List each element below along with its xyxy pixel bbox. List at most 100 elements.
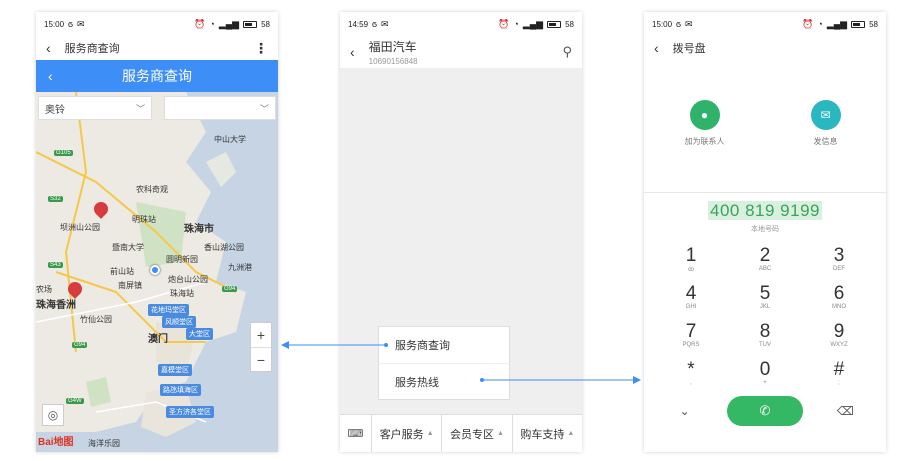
map-label: 竹仙公园 bbox=[80, 315, 112, 324]
dial-controls: ⌄ ✆ ⌫ bbox=[644, 396, 886, 426]
key-letters: WXYZ bbox=[830, 341, 848, 348]
mail-icon: ✉ bbox=[685, 18, 693, 29]
locate-me-icon[interactable]: ◎ bbox=[42, 404, 64, 426]
map-label: 香山湖公园 bbox=[204, 243, 244, 252]
zoom-in-button[interactable]: + bbox=[256, 327, 266, 343]
district-tag: 圣方济各堂区 bbox=[166, 406, 214, 418]
key-digit: 9 bbox=[833, 320, 845, 342]
battery-level: 58 bbox=[565, 19, 574, 29]
key-digit: 6 bbox=[833, 282, 845, 304]
add-contact-icon: ● bbox=[689, 100, 720, 130]
signal-icon: ▂▄▆ bbox=[826, 18, 848, 29]
road-shield: G105 bbox=[54, 150, 73, 156]
more-options-icon[interactable]: ⋮ bbox=[254, 39, 268, 56]
battery-level: 58 bbox=[261, 19, 270, 29]
dialed-number-text: 400 819 9199 bbox=[708, 201, 822, 220]
back-arrow-icon[interactable]: ‹ bbox=[46, 40, 51, 56]
popup-item-service-locator[interactable]: 服务商查询 bbox=[395, 340, 450, 352]
keyboard-icon[interactable]: ⌨ bbox=[340, 415, 372, 452]
contact-name: 福田汽车 bbox=[368, 40, 417, 54]
menu-member-zone[interactable]: 会员专区▲ bbox=[442, 415, 513, 452]
key-0[interactable]: 0+ bbox=[728, 354, 802, 392]
map-label-macau: 澳门 bbox=[148, 334, 168, 345]
phone-icon: ✆ bbox=[759, 403, 771, 418]
add-contact-button[interactable]: ● 加为联系人 bbox=[665, 100, 745, 186]
brand-select-value: 奥铃 bbox=[45, 104, 65, 116]
wifi-icon: ◔ bbox=[513, 19, 519, 29]
wifi-icon: ◔ bbox=[817, 19, 823, 29]
map-label: 农科奇观 bbox=[136, 185, 168, 194]
menu-label: 购车支持 bbox=[520, 428, 565, 441]
road-shield: G94 bbox=[222, 286, 238, 292]
header-back-icon[interactable]: ‹ bbox=[48, 68, 53, 84]
key-star[interactable]: *, bbox=[654, 354, 728, 392]
district-tag: 花地玛堂区 bbox=[148, 304, 189, 316]
map-label: 九洲港 bbox=[228, 263, 252, 272]
map-label: 珠海站 bbox=[170, 289, 194, 298]
key-digit: 4 bbox=[685, 282, 697, 304]
key-digit: * bbox=[687, 358, 695, 380]
contact-number: 10690156848 bbox=[368, 57, 418, 66]
popup-menu: 服务商查询 服务热线 bbox=[378, 326, 510, 400]
map-label: 南屏镇 bbox=[118, 281, 142, 290]
map-label: 明珠站 bbox=[132, 215, 156, 224]
map-label: 圆明新园 bbox=[166, 255, 198, 264]
send-message-button[interactable]: ✉ 发信息 bbox=[786, 100, 866, 186]
zoom-out-button[interactable]: − bbox=[251, 347, 271, 371]
back-arrow-icon[interactable]: ‹ bbox=[350, 44, 355, 60]
district-tag: 嘉模堂区 bbox=[158, 364, 192, 376]
dialed-number[interactable]: 400 819 9199 bbox=[644, 201, 886, 221]
status-bar: 15:00 ϭ ✉ ⏰ ◔ ▂▄▆ 58 bbox=[644, 12, 886, 36]
mail-icon: ✉ bbox=[381, 18, 389, 29]
phone-service-locator: 15:00 ϭ ✉ ⏰ ◔ ▂▄▆ 58 ‹ 服务商查询 ⋮ ‹ 服务商查询 bbox=[36, 12, 278, 452]
key-hash[interactable]: #; bbox=[802, 354, 876, 392]
key-letters: PQRS bbox=[682, 341, 700, 348]
brand-select[interactable]: 奥铃 ﹀ bbox=[38, 96, 152, 120]
filter-selects: 奥铃 ﹀ ﹀ bbox=[36, 96, 278, 120]
person-icon[interactable]: ⚲ bbox=[562, 44, 572, 59]
status-time: 15:00 bbox=[652, 19, 673, 29]
menu-customer-service[interactable]: 客户服务▲ bbox=[372, 415, 443, 452]
key-letters: JKL bbox=[759, 303, 771, 310]
key-letters: TUV bbox=[759, 341, 771, 348]
back-arrow-icon[interactable]: ‹ bbox=[654, 40, 659, 56]
district-tag: 路氹填海区 bbox=[160, 384, 201, 396]
map-label: 炮台山公园 bbox=[168, 275, 208, 284]
map-label-city: 珠海市 bbox=[184, 224, 214, 235]
caret-up-icon: ▲ bbox=[567, 430, 575, 437]
map-label: 前山站 bbox=[110, 267, 134, 276]
key-digit: # bbox=[833, 358, 845, 380]
map-view[interactable]: 奥铃 ﹀ ﹀ 中山大学 农科奇观 明珠站 珠海市 坝洲山公园 暨南大学 圆明新园… bbox=[36, 92, 278, 452]
alarm-icon: ⏰ bbox=[498, 18, 510, 29]
battery-level: 58 bbox=[869, 19, 878, 29]
caret-up-icon: ▲ bbox=[426, 430, 434, 437]
message-icon: ✉ bbox=[810, 100, 841, 130]
chat-header: ‹ 福田汽车 10690156848 ⚲ bbox=[340, 36, 582, 68]
popup-item-hotline[interactable]: 服务热线 bbox=[379, 363, 509, 399]
key-letters: GHI bbox=[685, 303, 697, 310]
key-digit: 1 bbox=[685, 244, 697, 266]
menu-purchase-support[interactable]: 购车支持▲ bbox=[513, 415, 582, 452]
collapse-keypad-icon[interactable]: ⌄ bbox=[679, 404, 690, 418]
dialer-actions: ● 加为联系人 ✉ 发信息 bbox=[644, 60, 886, 186]
map-label: 坝洲山公园 bbox=[60, 223, 100, 232]
caret-up-icon: ▲ bbox=[497, 430, 504, 437]
send-message-label: 发信息 bbox=[813, 137, 838, 146]
call-button[interactable]: ✆ bbox=[726, 396, 803, 426]
region-select[interactable]: ﹀ bbox=[164, 96, 276, 120]
backspace-icon[interactable]: ⌫ bbox=[836, 404, 854, 418]
road-shield: S32 bbox=[48, 196, 63, 202]
key-digit: 8 bbox=[759, 320, 771, 342]
phone-sms-chat: 14:59 ϭ ✉ ⏰ ◔ ▂▄▆ 58 ‹ 福田汽车 10690156848 … bbox=[340, 12, 582, 452]
